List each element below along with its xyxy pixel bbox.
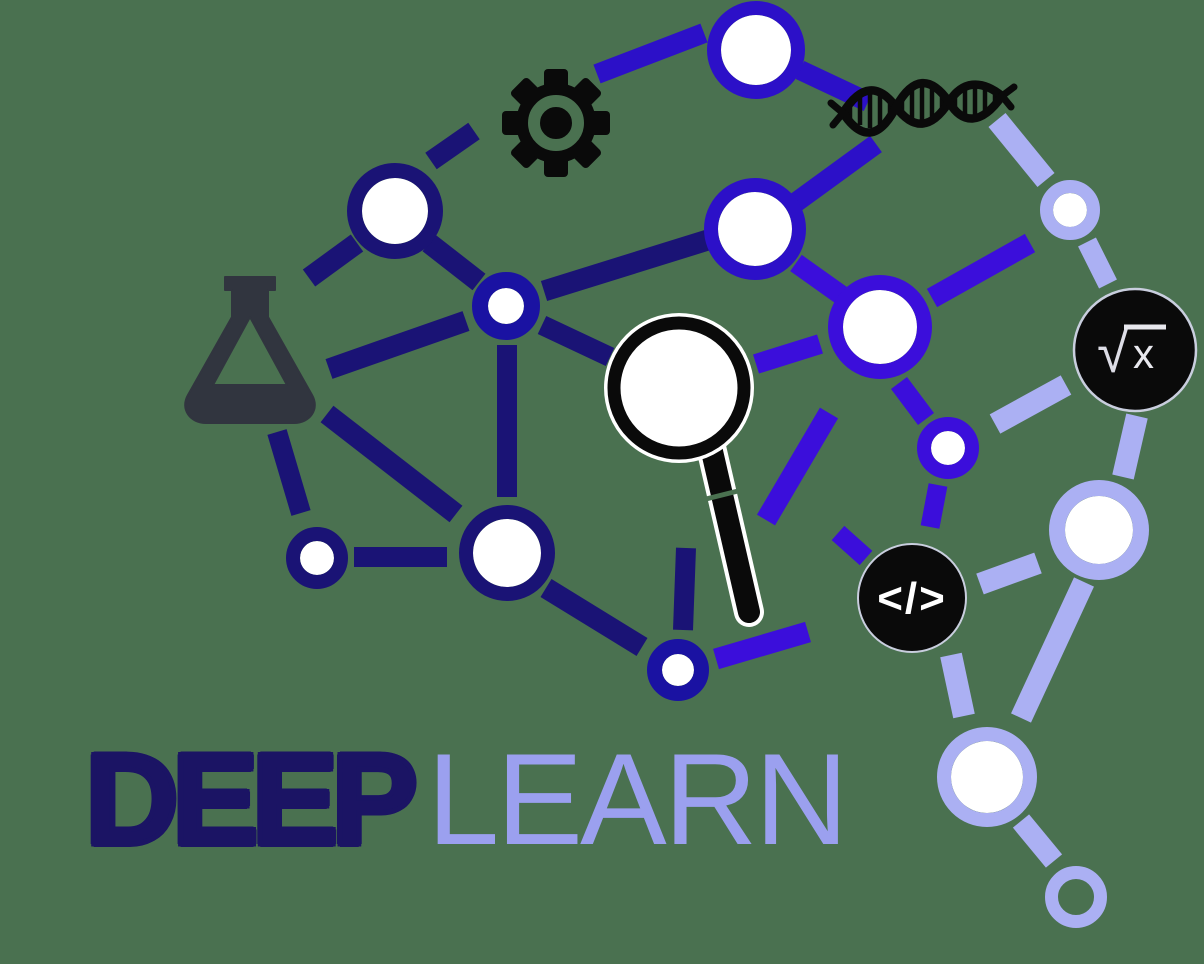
- wordmark-primary: DEEP: [82, 726, 420, 872]
- network-edge-f-j: [756, 407, 839, 526]
- network-edge-a-flask: [302, 234, 364, 287]
- dna-icon: [827, 78, 1018, 137]
- code-icon: </>: [857, 543, 967, 653]
- wordmark-secondary: LEARN: [427, 726, 848, 872]
- network-node-j: [647, 639, 709, 701]
- network-node-g: [917, 417, 979, 479]
- network-edge-f-m: [926, 233, 1036, 308]
- network-edge-l-n: [1112, 413, 1148, 480]
- network-edge-l-g: [989, 375, 1072, 434]
- gear-icon: [502, 69, 610, 177]
- network-edge-n-o: [1011, 577, 1094, 723]
- network-edge-d-f: [790, 254, 847, 304]
- network-edge-flask-h: [320, 405, 463, 523]
- network-node-i: [286, 527, 348, 589]
- network-edge-e-f: [753, 334, 823, 374]
- network-edge-m-l: [1078, 237, 1117, 289]
- network-edge-h-j: [540, 579, 648, 656]
- network-node-o: [937, 727, 1037, 827]
- flask-icon: [184, 276, 316, 424]
- network-edge-g-k: [920, 483, 948, 529]
- network-edge-j-k: [713, 621, 811, 670]
- network-edge-flask-i: [267, 429, 311, 516]
- network-edge-b-e: [537, 315, 615, 367]
- network-node-h: [459, 505, 555, 601]
- network-edge-gear-c: [593, 23, 708, 84]
- network-edge-dna-m: [988, 113, 1055, 187]
- code-glyph: </>: [877, 574, 947, 623]
- network-node-n: [1049, 480, 1149, 580]
- network-node-a: [347, 163, 443, 259]
- network-edge-n-k: [976, 552, 1042, 595]
- sqrt-variable-glyph: x: [1133, 330, 1154, 377]
- network-edge-a-b: [422, 234, 486, 291]
- network-edge-f-g: [891, 377, 934, 425]
- network-node-d: [704, 178, 806, 280]
- network-edge-e-j: [673, 547, 696, 631]
- network-node-m: [1040, 180, 1100, 240]
- network-edge-e-k: [831, 525, 873, 566]
- network-node-f: [828, 275, 932, 379]
- network-edge-k-o: [940, 652, 975, 719]
- network-edge-flask-b: [325, 311, 470, 379]
- network-node-b: [472, 272, 540, 340]
- network-edge-b-d: [540, 228, 715, 302]
- network-edge-o-p: [1012, 814, 1063, 868]
- sqrt-radical-glyph: √: [1097, 320, 1129, 385]
- network-node-p: [1045, 866, 1107, 928]
- network-node-c: [707, 1, 805, 99]
- network-edge-a-gear: [425, 122, 480, 170]
- network-edge-d-dna: [789, 135, 882, 212]
- magnifier-icon: [604, 313, 764, 627]
- sqrt-icon: √x: [1072, 287, 1198, 413]
